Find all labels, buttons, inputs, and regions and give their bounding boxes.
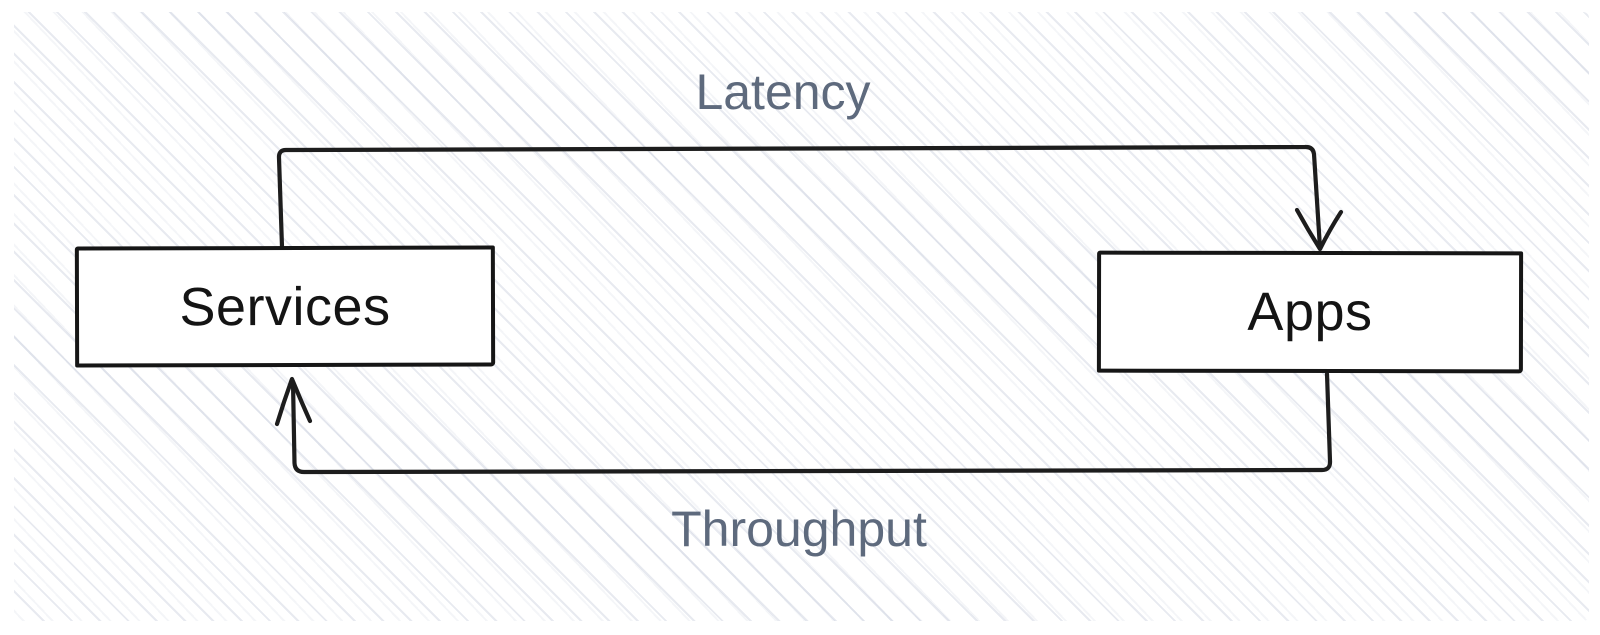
node-services-label: Services — [179, 276, 391, 337]
arrowhead-down-icon — [1294, 207, 1344, 252]
node-apps-label: Apps — [1247, 281, 1373, 343]
edge-latency-line — [276, 144, 1323, 251]
edge-throughput-line — [290, 371, 1333, 475]
node-apps: Apps — [1096, 250, 1524, 374]
edge-label-latency: Latency — [695, 64, 871, 120]
arrowhead-up-icon — [274, 376, 313, 427]
edge-label-throughput: Throughput — [671, 501, 927, 557]
node-services: Services — [74, 245, 496, 368]
